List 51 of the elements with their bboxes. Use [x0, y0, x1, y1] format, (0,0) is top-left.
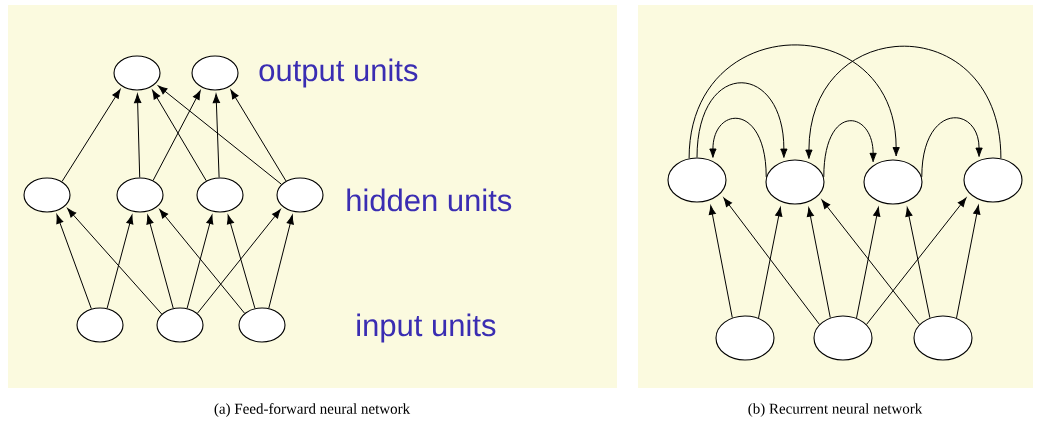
arrow: [157, 85, 282, 185]
unit-ellipse: [76, 307, 124, 343]
arrow: [226, 214, 256, 309]
unit-ellipse: [196, 177, 244, 213]
unit-ellipse: [156, 307, 204, 343]
unit-ellipse: [813, 315, 873, 361]
arrow: [268, 214, 294, 309]
arrow: [806, 207, 831, 319]
panel-background: [8, 5, 617, 388]
caption: (a) Feed-forward neural network: [214, 403, 411, 417]
arrow: [56, 214, 92, 310]
arrow: [956, 205, 981, 319]
arrow: [905, 207, 931, 319]
arrow: [67, 208, 163, 315]
arrow: [61, 89, 121, 182]
arrow: [688, 44, 900, 159]
arrow: [106, 214, 134, 309]
unit-ellipse: [238, 307, 286, 343]
arrow: [856, 207, 881, 319]
arrow: [821, 199, 920, 325]
arrow: [196, 209, 281, 314]
caption: (b) Recurrent neural network: [748, 403, 923, 417]
layer-label: input units: [357, 313, 496, 343]
unit-ellipse: [963, 157, 1023, 203]
unit-ellipse: [191, 55, 239, 91]
unit-ellipse: [715, 315, 775, 361]
arrow: [186, 214, 214, 309]
unit-ellipse: [913, 315, 973, 361]
layer-label: hidden units: [347, 188, 512, 212]
arrow: [758, 207, 783, 319]
unit-ellipse: [863, 159, 923, 205]
unit-ellipse: [667, 157, 727, 203]
arrow: [805, 45, 1002, 159]
arrow: [723, 197, 820, 325]
unit-ellipse: [276, 177, 324, 213]
unit-ellipse: [23, 177, 71, 213]
arrow: [866, 197, 967, 325]
arrow: [823, 120, 877, 178]
arrow: [212, 93, 220, 178]
unit-ellipse: [765, 159, 825, 205]
arrow: [159, 209, 246, 314]
arrow: [146, 214, 174, 309]
unit-ellipse: [116, 177, 164, 213]
arrow: [230, 89, 287, 182]
layer-label: output units: [259, 58, 418, 88]
arrow: [696, 82, 788, 158]
arrow: [708, 205, 733, 319]
arrow: [921, 117, 983, 178]
arrow: [134, 93, 142, 178]
unit-ellipse: [113, 55, 161, 91]
arrow: [709, 117, 767, 178]
